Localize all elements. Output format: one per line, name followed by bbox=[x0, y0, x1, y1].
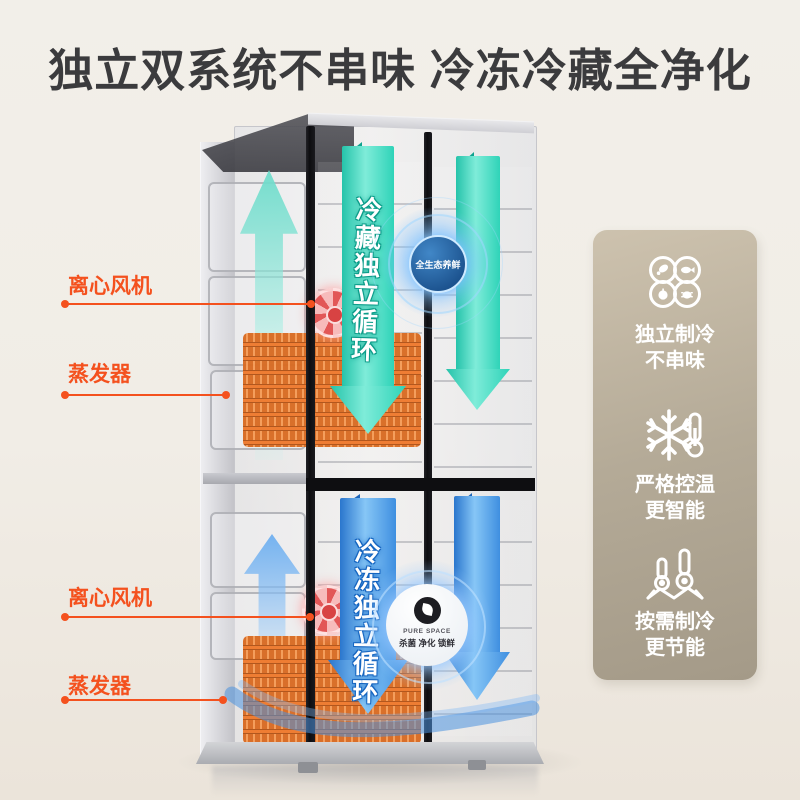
callout-label-fan-upper: 离心风机 bbox=[68, 275, 152, 298]
ribbon-cooling-upper-mid bbox=[330, 142, 406, 434]
feature-text-1: 独立制冷 不串味 bbox=[635, 322, 715, 374]
feature-2-line-1: 严格控温 bbox=[635, 474, 715, 496]
drawer bbox=[210, 512, 306, 588]
compartment-divider-band bbox=[306, 478, 535, 491]
eco-fresh-badge: 全生态养鲜 bbox=[409, 235, 467, 293]
callout-label-evaporator-lower: 蒸发器 bbox=[68, 675, 131, 698]
feature-1-line-1: 独立制冷 bbox=[635, 324, 715, 346]
callout-line bbox=[61, 613, 314, 621]
pure-space-features-label: 杀菌 净化 锁鲜 bbox=[399, 638, 455, 648]
feature-3-line-1: 按需制冷 bbox=[635, 611, 715, 633]
page-title: 独立双系统不串味 冷冻冷藏全净化 bbox=[48, 45, 752, 96]
fridge-foot bbox=[298, 762, 318, 773]
door-divider-right bbox=[424, 132, 432, 762]
eco-fresh-badge-label: 全生态养鲜 bbox=[415, 259, 461, 270]
feature-3-line-2: 更节能 bbox=[645, 637, 705, 659]
dual-thermometer-icon bbox=[646, 548, 704, 600]
fridge-left-wall bbox=[200, 142, 235, 761]
badge-ring bbox=[371, 197, 503, 329]
bottom-airflow-curves bbox=[224, 680, 540, 738]
fridge-base bbox=[196, 742, 544, 764]
feature-text-2: 严格控温 更智能 bbox=[635, 472, 715, 524]
feature-text-3: 按需制冷 更节能 bbox=[635, 609, 715, 661]
snowflake-thermometer-icon bbox=[646, 409, 704, 461]
food-clover-icon bbox=[649, 256, 701, 308]
callout-line bbox=[61, 300, 315, 308]
callout-label-fan-lower: 离心风机 bbox=[68, 587, 152, 610]
badge-ring bbox=[372, 570, 486, 684]
fridge-reflection bbox=[212, 766, 538, 796]
callout-line bbox=[61, 696, 227, 704]
feature-1-line-2: 不串味 bbox=[645, 350, 705, 372]
feature-2-line-2: 更智能 bbox=[645, 500, 705, 522]
feature-card: 独立制冷 不串味 严格控温 更智能 bbox=[593, 230, 757, 680]
callout-label-evaporator-upper: 蒸发器 bbox=[68, 363, 131, 386]
door-divider-left bbox=[306, 126, 315, 764]
pure-space-leaf-logo-icon bbox=[414, 597, 441, 624]
callout-line bbox=[61, 391, 230, 399]
fridge-foot bbox=[468, 760, 486, 770]
pure-space-brand-label: PURE SPACE bbox=[403, 628, 451, 635]
left-column-shelf bbox=[203, 473, 306, 484]
